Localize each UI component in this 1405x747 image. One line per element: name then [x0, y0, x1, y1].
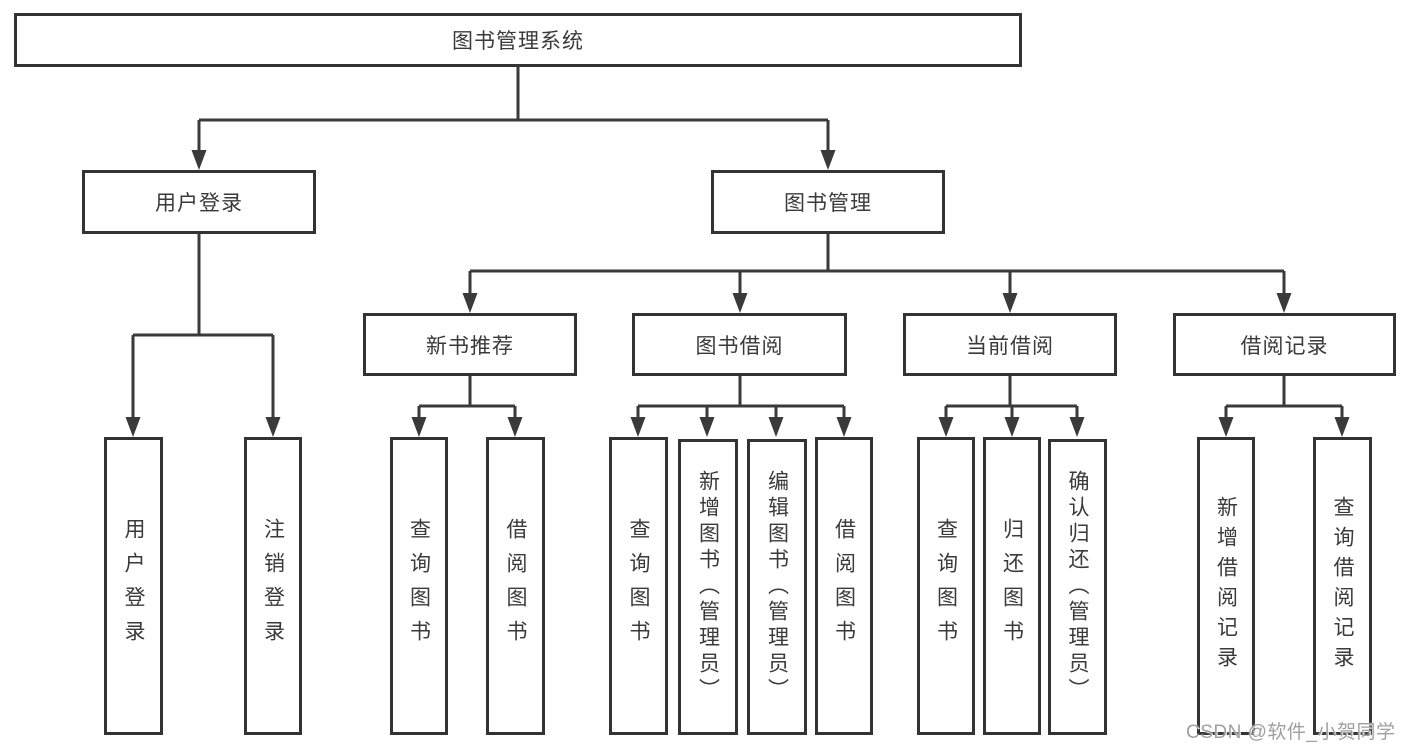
node-current-borrowing: 当前借阅 [903, 313, 1117, 376]
node-book-management: 图书管理 [711, 170, 945, 234]
leaf-query-borrow-record-label: 查询借阅记录 [1331, 496, 1354, 676]
leaf-confirm-return-admin: 确认归还（管理员） [1048, 439, 1107, 735]
leaf-logout-label: 注销登录 [261, 518, 285, 654]
leaf-add-book-admin: 新增图书（管理员） [678, 439, 738, 735]
node-new-book-recommend-label: 新书推荐 [426, 334, 514, 358]
csdn-watermark: CSDN @软件_小贺同学 [1186, 722, 1396, 743]
node-new-book-recommend: 新书推荐 [363, 313, 577, 376]
leaf-borrow-borrow-book: 借阅图书 [815, 437, 873, 735]
leaf-return-book: 归还图书 [983, 437, 1041, 735]
leaf-user-login-label: 用户登录 [122, 518, 145, 654]
leaf-recommend-borrow-book-label: 借阅图书 [504, 518, 527, 654]
leaf-borrow-borrow-book-label: 借阅图书 [832, 518, 856, 654]
leaf-borrow-query-book: 查询图书 [609, 437, 668, 735]
node-current-borrowing-label: 当前借阅 [966, 334, 1054, 358]
leaf-user-login: 用户登录 [104, 437, 163, 735]
leaf-add-book-admin-label: 新增图书（管理员） [696, 470, 720, 704]
node-book-borrowing-label: 图书借阅 [695, 334, 784, 358]
leaf-recommend-borrow-book: 借阅图书 [486, 437, 545, 735]
leaf-recommend-query-book-label: 查询图书 [407, 518, 431, 654]
leaf-edit-book-admin-label: 编辑图书（管理员） [765, 470, 789, 704]
node-user-login: 用户登录 [82, 170, 316, 234]
leaf-add-borrow-record: 新增借阅记录 [1197, 437, 1255, 735]
node-book-borrowing: 图书借阅 [632, 313, 847, 376]
node-borrowing-records-label: 借阅记录 [1240, 334, 1329, 358]
node-root-label: 图书管理系统 [452, 30, 584, 53]
leaf-borrow-query-book-label: 查询图书 [627, 518, 650, 654]
leaf-confirm-return-admin-label: 确认归还（管理员） [1066, 470, 1089, 704]
leaf-recommend-query-book: 查询图书 [390, 437, 448, 735]
leaf-current-query-book-label: 查询图书 [934, 518, 958, 654]
leaf-return-book-label: 归还图书 [1000, 518, 1024, 654]
node-root: 图书管理系统 [14, 13, 1022, 67]
leaf-add-borrow-record-label: 新增借阅记录 [1214, 496, 1238, 676]
leaf-edit-book-admin: 编辑图书（管理员） [747, 439, 807, 735]
node-user-login-label: 用户登录 [155, 192, 243, 215]
leaf-query-borrow-record: 查询借阅记录 [1313, 437, 1372, 735]
leaf-current-query-book: 查询图书 [917, 437, 975, 735]
node-borrowing-records: 借阅记录 [1173, 313, 1396, 376]
node-book-management-label: 图书管理 [784, 192, 872, 215]
leaf-logout: 注销登录 [244, 437, 302, 735]
